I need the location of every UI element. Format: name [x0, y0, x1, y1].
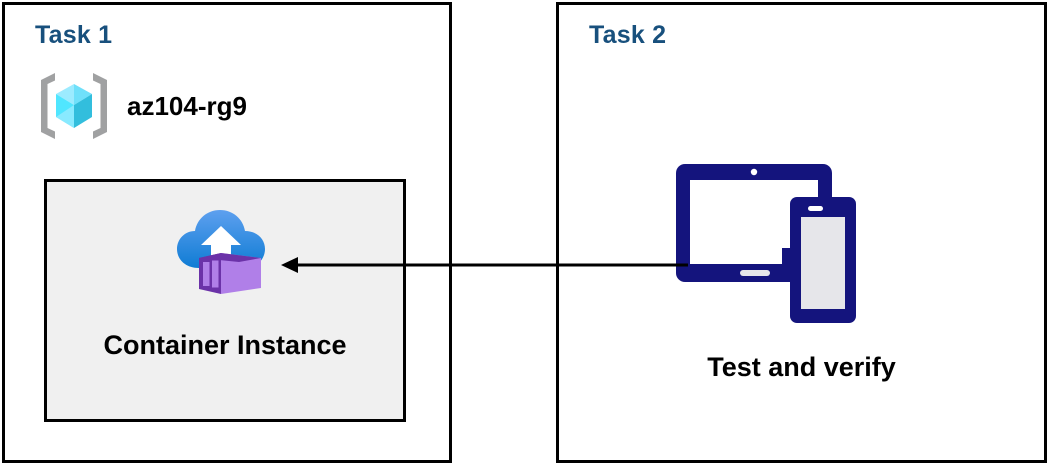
azure-container-instance-icon: [175, 206, 275, 298]
task-2-title: Task 2: [589, 21, 667, 49]
resource-group-row: az104-rg9: [35, 67, 247, 145]
container-instance-label: Container Instance: [103, 330, 347, 360]
container-instance-icon-wrap: [47, 206, 403, 298]
devices-icon-group: [672, 160, 882, 340]
container-instance-box: Container Instance: [44, 179, 406, 422]
resource-group-label: az104-rg9: [127, 90, 247, 121]
tablet-and-phone-devices-icon: [672, 160, 882, 340]
azure-resource-group-icon: [35, 67, 113, 145]
task-1-title: Task 1: [35, 21, 113, 49]
task-1-panel: Task 1: [2, 2, 452, 463]
test-and-verify-label: Test and verify: [707, 352, 896, 382]
arrow-task2-to-container-instance: [281, 257, 688, 273]
